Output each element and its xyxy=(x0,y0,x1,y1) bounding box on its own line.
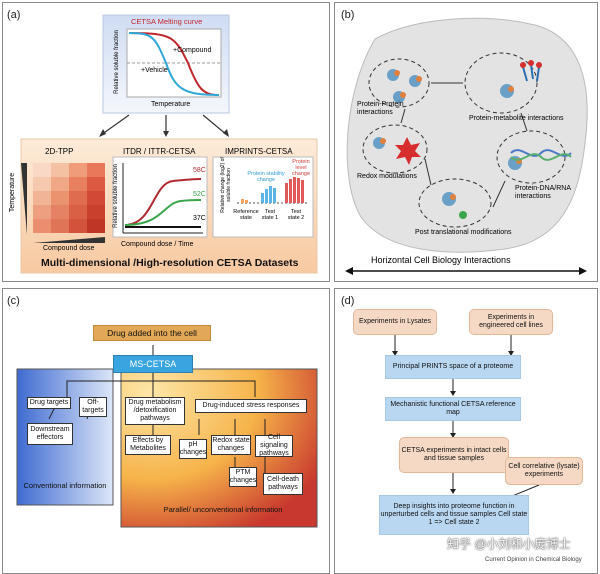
metabolite-ligands xyxy=(522,64,540,82)
panel-b-footer: Horizontal Cell Biology Interactions xyxy=(371,255,511,265)
engineered-box: Experiments in engineered cell lines xyxy=(469,309,553,335)
off-targets-box: Off-targets xyxy=(79,397,107,417)
downstream-box: Downstream effectors xyxy=(27,423,73,445)
protein-blobs xyxy=(373,69,522,206)
tpp-heatmap xyxy=(33,163,105,233)
ms-cetsa-box: MS-CETSA xyxy=(113,355,193,373)
test1-label: Test state 1 xyxy=(261,209,279,221)
insights-box: Deep insights into proteome function in … xyxy=(379,495,529,535)
panel-a-label: (a) xyxy=(7,9,21,21)
ptm-box: PTM changes xyxy=(229,467,257,487)
melting-ylabel: Relative soluble fraction xyxy=(114,30,120,94)
drug-added-box: Drug added into the cell xyxy=(93,325,211,341)
panel-a-graphics xyxy=(20,14,318,274)
panel-a: (a) xyxy=(2,2,330,282)
test2-label: Test state 2 xyxy=(287,209,305,221)
parallel-info: Parallel/ unconventional information xyxy=(163,505,283,514)
itdr-ylabel: Relative soluble fraction xyxy=(113,164,119,228)
tpp-ylabel: Temperature xyxy=(9,172,17,213)
pmi-label: Protein-metabolite interactions xyxy=(469,115,564,122)
redox-box: Redox state changes xyxy=(211,435,251,455)
panel-c: (c) Drug added into the cell M xyxy=(2,288,330,574)
panel-c-label: (c) xyxy=(7,295,20,307)
drug-targets-box: Drug targets xyxy=(27,397,71,409)
imprints-bars xyxy=(241,177,304,203)
itdr-xlabel: Compound dose / Time xyxy=(121,241,194,248)
compound-label: +Compound xyxy=(173,47,212,54)
dna-label: Protein-DNA/RNA interactions xyxy=(515,185,571,200)
redox-star xyxy=(395,137,421,165)
label-58c: 58C xyxy=(193,167,206,174)
conventional-info: Conventional information xyxy=(23,481,107,490)
label-37c: 37C xyxy=(193,215,206,222)
prints-box: Principal PRINTS space of a proteome xyxy=(385,355,521,379)
panel-d-label: (d) xyxy=(341,295,355,307)
panel-a-footer: Multi-dimensional /High-resolution CETSA… xyxy=(41,257,299,269)
curve-52c xyxy=(124,199,202,226)
tpp-title: 2D-TPP xyxy=(45,147,74,156)
stress-box: Drug-induced stress responses xyxy=(195,399,307,413)
effects-box: Effects by Metabolites xyxy=(125,435,171,455)
correlative-box: Cell correlative (lysate) experiments xyxy=(505,457,583,485)
watermark: 知乎 @小刘和小庞博士 xyxy=(447,537,571,551)
cell-shape xyxy=(346,17,588,253)
imprints-title: IMPRINTS-CETSA xyxy=(225,147,293,156)
label-52c: 52C xyxy=(193,191,206,198)
ptm-label: Post translational modifications xyxy=(415,229,512,236)
journal-credit: Current Opinion in Chemical Biology xyxy=(485,557,582,563)
signaling-box: Cell signaling pathways xyxy=(255,434,293,457)
ph-box: pH changes xyxy=(179,439,207,459)
death-box: Cell-death pathways xyxy=(263,473,303,495)
map-box: Mechanistic functional CETSA reference m… xyxy=(385,397,521,421)
imprints-ylabel: Relative change (log2) of soluble fracti… xyxy=(220,157,232,213)
ppi-label: Protein-Protein interactions xyxy=(357,101,404,116)
ref-state-label: Reference state xyxy=(233,209,259,221)
compound-curve xyxy=(128,32,220,96)
panel-b-label: (b) xyxy=(341,9,355,21)
curve-58c xyxy=(124,178,202,226)
level-label: Protein level change xyxy=(291,159,311,177)
redox-label: Redox modulations xyxy=(357,173,417,180)
panel-b: (b) xyxy=(334,2,598,282)
melting-title: CETSA Melting curve xyxy=(131,17,203,26)
vehicle-label: +Vehicle xyxy=(141,67,168,74)
vehicle-curve xyxy=(128,32,220,96)
metabolism-box: Drug metabolism /detoxification pathways xyxy=(125,397,185,425)
lysates-box: Experiments in Lysates xyxy=(353,309,437,335)
itdr-title: ITDR / ITTR-CETSA xyxy=(123,147,196,156)
intact-box: CETSA experiments in intact cells and ti… xyxy=(399,437,509,473)
tpp-xlabel: Compound dose xyxy=(43,245,95,252)
panel-d: (d) Experiments in Lysates Experiments i… xyxy=(334,288,598,574)
ptm-mark xyxy=(459,211,467,219)
melting-xlabel: Temperature xyxy=(151,101,191,108)
panel-b-graphics xyxy=(345,17,588,275)
stability-label: Protein stability change xyxy=(247,171,285,183)
